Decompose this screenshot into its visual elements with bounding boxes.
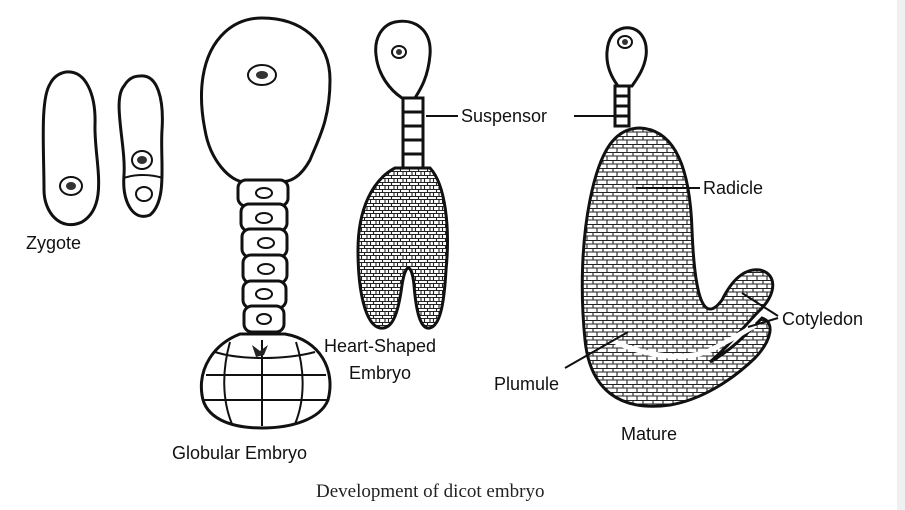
globular-embryo-label: Globular Embryo — [172, 443, 307, 463]
heart-shaped-embryo — [358, 21, 447, 328]
cotyledon-label: Cotyledon — [782, 309, 863, 329]
radicle-label: Radicle — [703, 178, 763, 198]
figure-caption: Development of dicot embryo — [316, 481, 544, 502]
zygote-cell-2 — [119, 76, 163, 216]
suspensor-label: Suspensor — [461, 106, 547, 126]
globular-embryo — [201, 18, 330, 428]
mature-embryo — [582, 28, 772, 406]
zygote-label: Zygote — [26, 233, 81, 253]
plumule-label: Plumule — [494, 374, 559, 394]
zygote-cell-1 — [43, 72, 98, 225]
mature-label: Mature — [621, 424, 677, 444]
heart-shaped-label-2: Embryo — [349, 363, 411, 383]
right-edge-strip — [897, 0, 905, 510]
heart-shaped-label-1: Heart-Shaped — [324, 336, 436, 356]
